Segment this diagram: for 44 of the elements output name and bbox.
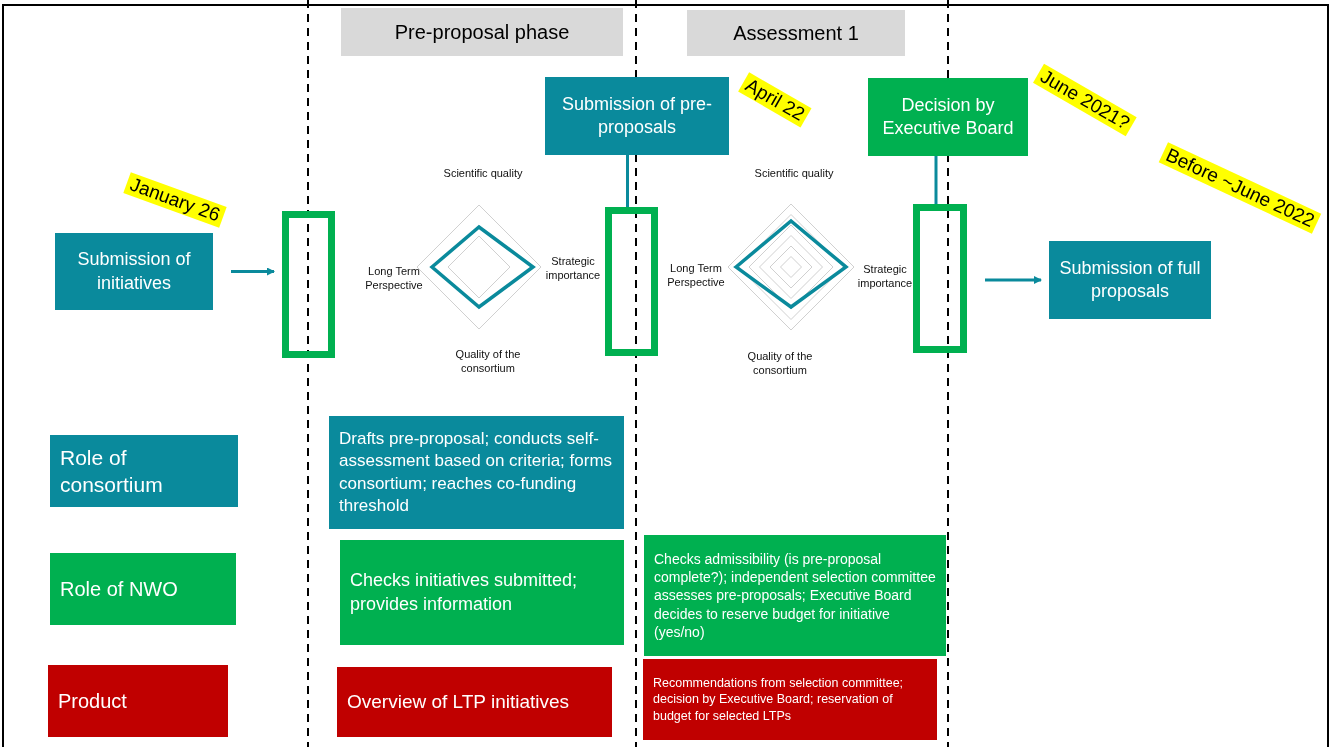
process-box <box>868 78 1028 156</box>
arrow <box>231 267 275 276</box>
process-box <box>329 416 624 529</box>
box-text: Role of consortium <box>60 444 164 498</box>
axis-label: Strategic importance <box>856 262 914 291</box>
gate-box <box>913 204 967 353</box>
connector-line <box>934 156 938 204</box>
axis-label: Strategic importance <box>544 254 602 283</box>
process-box <box>644 535 946 656</box>
product-box <box>337 667 612 737</box>
phase-header <box>687 10 905 56</box>
arrow <box>985 276 1042 284</box>
axis-label: Quality of the consortium <box>746 349 814 378</box>
axis-label: Long Term Perspective <box>666 261 726 290</box>
process-box <box>545 77 729 155</box>
product-box <box>643 659 937 740</box>
box-text: Product <box>58 689 127 714</box>
date-tag: April 22 <box>738 72 812 128</box>
gate-box <box>282 211 335 358</box>
axis-label: Quality of the consortium <box>454 347 522 376</box>
box-text: Checks admissibility (is pre-proposal complete?); independent selection committee assesses pre-proposals; Executive Board decides to reserve budget for initiative (yes/no) <box>654 550 936 641</box>
axis-label: Scientific quality <box>442 166 524 181</box>
box-text: Recommendations from selection committee; decision by Executive Board; reservation of budget for selected LTPs <box>653 675 905 724</box>
process-box <box>55 233 213 310</box>
box-text: Pre-proposal phase <box>394 20 570 45</box>
process-box <box>50 553 236 625</box>
box-text: Drafts pre-proposal; conducts self-assessment based on criteria; forms consortium; reaches co-funding threshold <box>339 428 614 517</box>
axis-label: Long Term Perspective <box>364 264 424 293</box>
process-box <box>340 540 624 645</box>
axis-label: Scientific quality <box>753 166 835 181</box>
product-box <box>48 665 228 737</box>
gate-box <box>605 207 658 356</box>
box-text: Checks initiatives submitted; provides information <box>350 569 579 616</box>
box-text: Decision by Executive Board <box>881 93 1015 140</box>
box-text: Overview of LTP initiatives <box>347 689 570 714</box>
process-box <box>50 435 238 507</box>
process-box <box>1049 241 1211 319</box>
box-text: Submission of full proposals <box>1058 256 1202 303</box>
box-text: Assessment 1 <box>733 21 859 46</box>
box-text: Submission of pre-proposals <box>560 92 714 139</box>
box-text: Role of NWO <box>60 577 178 602</box>
box-text: Submission of initiatives <box>76 248 192 295</box>
connector-line <box>626 155 629 207</box>
phase-header <box>341 8 623 56</box>
